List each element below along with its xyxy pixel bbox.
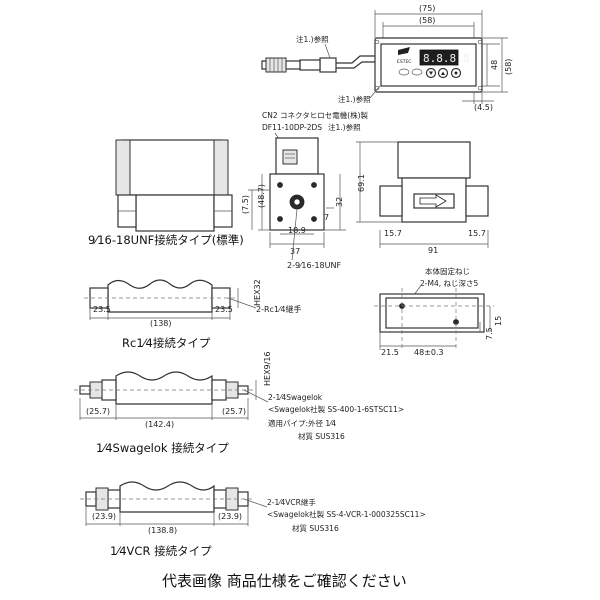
front-thread: 2-9⁄16-18UNF: [287, 261, 341, 270]
display-note-top: 注1.)参照: [296, 34, 329, 44]
rc-type-view: 23.5 23.5 (138) HEX32 2-Rc1⁄4継手 Rc1⁄4接続タ…: [84, 279, 301, 350]
led-readout-text: 8.8.8.8: [423, 52, 469, 65]
vcr-type-view: (23.9) (23.9) (138.8) 2-1⁄4VCR継手 <Swagel…: [80, 481, 426, 558]
dim-48-7: (48.7): [257, 184, 266, 208]
rc-fitting: 2-Rc1⁄4継手: [256, 304, 301, 314]
display-unit-view: (75) (58) ESTEC 8.8.8.8: [261, 4, 513, 112]
rc-caption: Rc1⁄4接続タイプ: [122, 336, 211, 350]
swagelok-label3: 適用パイプ:外径 1⁄4: [268, 418, 336, 428]
dim-75: (75): [419, 4, 435, 13]
rc-dim-138: (138): [150, 319, 172, 328]
dim-15-7-left: 15.7: [384, 229, 402, 238]
swagelok-label1: 2-1⁄4Swagelok: [268, 393, 323, 402]
connector-note: 注1.)参照: [328, 122, 361, 132]
dim-58-right: (58): [504, 59, 513, 75]
footer-notice: 代表画像 商品仕様をご確認ください: [162, 572, 407, 590]
connector-line2: DF11-10DP-2DS: [262, 123, 322, 132]
display-button-2: [411, 68, 423, 76]
mount-dim-21-5: 21.5: [381, 348, 399, 357]
dim-7-5: (7.5): [241, 195, 250, 214]
rc-hex: HEX32: [253, 279, 262, 306]
connector-line1: CN2 コネクタヒロセ電機(株)製: [262, 110, 369, 120]
mount-dim-7-5: 7.5: [485, 327, 494, 340]
display-note-bottom: 注1.)参照: [338, 94, 371, 104]
dim-32: 32: [335, 197, 344, 207]
mount-view: 本体固定ねじ 2-M4, ねじ深さ5 15 7.5 21.5 48±0.3: [374, 266, 503, 357]
mount-dim-48: 48±0.3: [414, 348, 444, 357]
vcr-label2: <Swagelok社製 SS-4-VCR-1-000325SC11>: [267, 509, 426, 519]
dim-7: 7: [324, 213, 329, 222]
svg-text:ESTEC: ESTEC: [397, 59, 411, 65]
dim-48: 48: [490, 60, 499, 70]
mount-note2: 2-M4, ねじ深さ5: [420, 279, 478, 288]
swagelok-label2: <Swagelok社製 SS-400-1-6STSC11>: [268, 404, 404, 414]
dim-58: (58): [419, 16, 435, 25]
swagelok-caption: 1⁄4Swagelok 接続タイプ: [96, 441, 229, 455]
rc-dim-23-5-left: 23.5: [93, 305, 111, 314]
rc-dim-23-5-right: 23.5: [215, 305, 233, 314]
swagelok-hex: HEX9/16: [263, 351, 272, 386]
vcr-label1: 2-1⁄4VCR継手: [267, 497, 316, 507]
brand-logo: ESTEC: [397, 47, 411, 65]
dim-37: 37: [290, 247, 300, 256]
vcr-label3: 材質 SUS316: [292, 523, 339, 533]
front-view: CN2 コネクタヒロセ電機(株)製 DF11-10DP-2DS 注1.)参照 (…: [241, 110, 369, 270]
dim-91: 91: [428, 246, 438, 255]
mount-note1: 本体固定ねじ: [425, 266, 470, 276]
side-view: 69.1 15.7 15.7 91: [356, 141, 489, 255]
display-button-1: [398, 68, 410, 76]
swagelok-dim-25-7-left: (25.7): [86, 407, 110, 416]
dim-69-1: 69.1: [357, 174, 366, 192]
swagelok-label4: 材質 SUS316: [298, 431, 345, 441]
swagelok-dim-142-4: (142.4): [145, 420, 174, 429]
led-readout-panel: [419, 49, 459, 66]
vcr-caption: 1⁄4VCR 接続タイプ: [110, 544, 212, 558]
vcr-dim-138-8: (138.8): [148, 526, 177, 535]
vcr-dim-23-9-left: (23.9): [92, 512, 116, 521]
dim-15-7-right: 15.7: [468, 229, 486, 238]
unf-body-view: 9⁄16-18UNF接続タイプ(標準): [88, 139, 244, 247]
swagelok-type-view: HEX9/16 (25.7) (25.7) (142.4) 2-1⁄4Swage…: [74, 351, 404, 455]
flow-direction-arrow: [419, 194, 447, 208]
swagelok-dim-25-7-right: (25.7): [222, 407, 246, 416]
vcr-dim-23-9-right: (23.9): [218, 512, 242, 521]
unf-caption: 9⁄16-18UNF接続タイプ(標準): [88, 233, 244, 247]
mount-dim-15: 15: [494, 316, 503, 326]
dim-4-5: (4.5): [474, 103, 493, 112]
dim-18-9: 18.9: [288, 226, 306, 235]
